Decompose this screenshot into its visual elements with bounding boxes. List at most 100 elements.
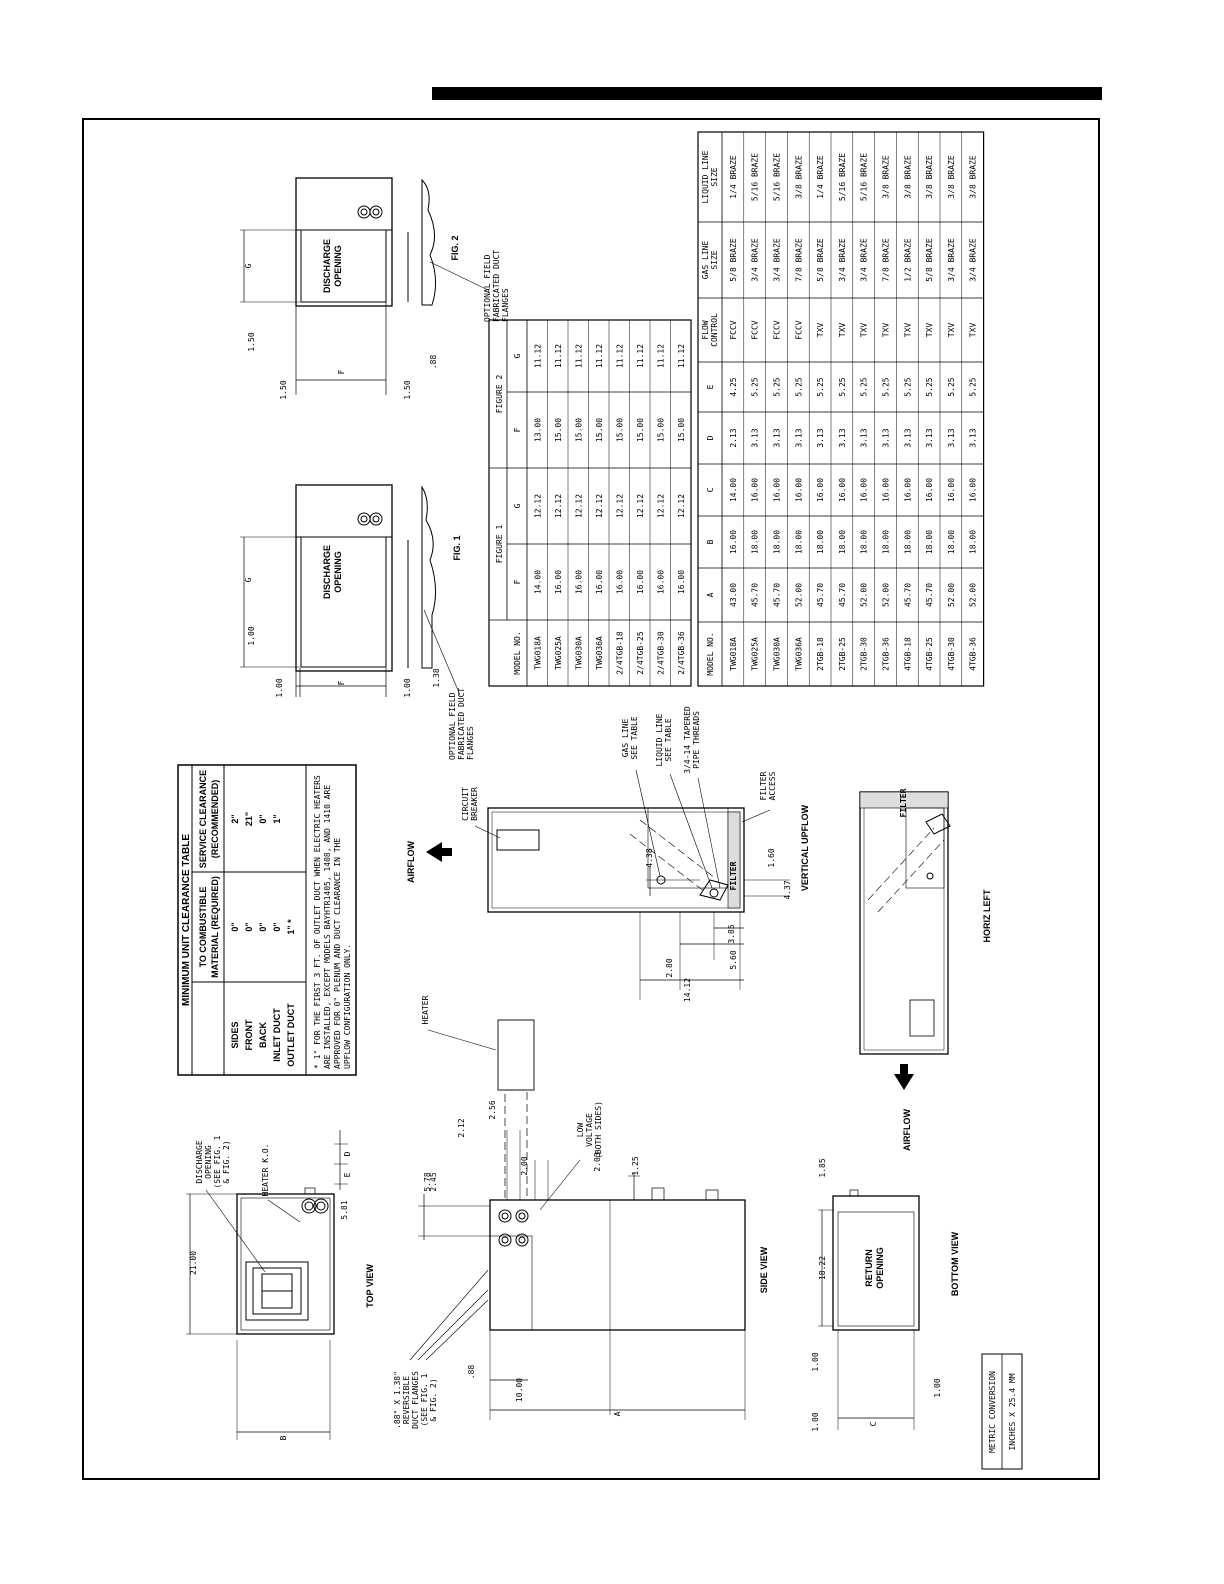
table-cell: 5.25 — [947, 377, 956, 396]
top-view-drawing: 21.00 B D E 5.81 TOP VIEW DISCHARGE OPEN… — [186, 1130, 375, 1440]
table-cell: 18.00 — [794, 530, 803, 554]
table-cell: 11.12 — [595, 344, 604, 368]
table-cell: 18.00 — [773, 530, 782, 554]
fig2-dim-f: F — [337, 369, 346, 374]
table-cell: 11.12 — [533, 344, 542, 368]
table-cell: 18.00 — [882, 530, 891, 554]
fig2-note: OPTIONAL FIELD — [483, 254, 492, 322]
table-cell: 16.00 — [751, 478, 760, 502]
fig2-title: FIG. 2 — [450, 235, 460, 260]
drawing-frame — [82, 118, 1100, 1480]
table-cell: 45.70 — [903, 583, 912, 607]
fig2-opening: DISCHARGE — [322, 239, 332, 293]
table-cell: 16.00 — [574, 570, 583, 594]
fig1-dim-f: F — [337, 680, 346, 685]
table-cell: 18.00 — [751, 530, 760, 554]
vu-filter-access: FILTER — [759, 771, 768, 800]
top-view-dim-e: E — [343, 1172, 352, 1177]
clearance-row-label: INLET DUCT — [272, 1008, 282, 1062]
table-cell: 12.12 — [615, 494, 624, 518]
clearance-col1-header: MATERIAL (REQUIRED) — [210, 876, 220, 978]
table-cell: FCCV — [773, 320, 782, 339]
fig1-dim-bot: 1.00 — [403, 678, 412, 697]
arrow-up-icon — [426, 842, 452, 862]
table-cell: 2.13 — [729, 428, 738, 447]
vu-dim-160: 1.60 — [767, 848, 776, 867]
table-cell: 16.00 — [903, 478, 912, 502]
table-cell: TXV — [816, 323, 825, 338]
side-flange-note: DUCT FLANGES — [411, 1371, 420, 1429]
side-dim-125: 1.25 — [631, 1156, 640, 1175]
side-dim-245: 2.45 — [429, 1172, 438, 1191]
table-cell: TXV — [969, 323, 978, 338]
vu-dim-280: 2.80 — [665, 958, 674, 977]
table-cell: FCCV — [794, 320, 803, 339]
table-cell: 13.00 — [533, 418, 542, 442]
side-low-voltage: VOLTAGE — [585, 1113, 594, 1147]
table-header: MODEL NO. — [706, 632, 715, 675]
table-cell: 12.12 — [677, 494, 686, 518]
table-cell: 3/4 BRAZE — [838, 238, 847, 282]
vu-dim-437: 4.37 — [783, 880, 792, 899]
table-cell: TWG036A — [595, 636, 604, 670]
horiz-airflow-label: AIRFLOW — [902, 1109, 912, 1151]
table-cell: 2TGB-30 — [860, 637, 869, 671]
table-cell: 15.00 — [636, 418, 645, 442]
table-cell: 14.00 — [533, 570, 542, 594]
table-group-header: FIGURE 2 — [495, 375, 504, 414]
table-cell: 18.00 — [860, 530, 869, 554]
fig1-dim-g: G — [244, 577, 253, 582]
table-cell: TXV — [860, 323, 869, 338]
top-view-discharge-note: & FIG. 2) — [222, 1140, 231, 1183]
side-view-drawing: 5.78 2.45 2.12 2.56 2.00 2.03 1.25 .88 1… — [393, 995, 769, 1429]
side-dim-88: .88 — [467, 1365, 476, 1380]
table-header: D — [706, 435, 715, 440]
table-cell: 3.13 — [903, 428, 912, 447]
table-cell: TXV — [882, 323, 891, 338]
vu-dim-438: 4.38 — [645, 848, 654, 867]
table-cell: 45.70 — [925, 583, 934, 607]
table-cell: 5/16 BRAZE — [773, 153, 782, 201]
table-cell: 16.00 — [925, 478, 934, 502]
table-cell: 16.00 — [794, 478, 803, 502]
clearance-row-service: 2" — [230, 814, 240, 823]
table-cell: 1/4 BRAZE — [816, 155, 825, 199]
table-cell: FCCV — [729, 320, 738, 339]
side-dim-200: 2.00 — [520, 1156, 529, 1175]
table-cell: 45.70 — [751, 583, 760, 607]
clearance-row-service: 21" — [244, 812, 254, 826]
fig2-note: FLANGES — [501, 288, 510, 322]
table-cell: 3.13 — [816, 428, 825, 447]
table-cell: 4TGB-25 — [925, 637, 934, 671]
table-cell: 2TGB-36 — [882, 637, 891, 671]
table-cell: 11.12 — [615, 344, 624, 368]
table-cell: 15.00 — [677, 418, 686, 442]
clearance-row-required: 1" * — [286, 919, 296, 935]
top-view-discharge-note: DISCHARGE — [195, 1140, 204, 1184]
top-view-dim-b: B — [279, 1435, 288, 1440]
table-cell: 3/8 BRAZE — [794, 155, 803, 199]
table-cell: 16.00 — [656, 570, 665, 594]
side-flange-note: (SEE FIG. 1 — [420, 1373, 429, 1426]
table-cell: 4TGB-36 — [969, 637, 978, 671]
table-group-header: FIGURE 1 — [495, 525, 504, 564]
top-view-heater-ko: HEATER K.O. — [261, 1144, 270, 1197]
table-cell: 5/16 BRAZE — [751, 153, 760, 201]
table-cell: 5.25 — [903, 377, 912, 396]
table-cell: TWG018A — [533, 636, 542, 670]
clearance-row-required: 0" — [272, 922, 282, 931]
table-header: SIZE — [710, 167, 719, 186]
bottom-dim-100a: 1.00 — [811, 1352, 820, 1371]
table-cell: 2TGB-18 — [816, 637, 825, 671]
table-cell: 11.12 — [656, 344, 665, 368]
bottom-dim-1822: 18.22 — [818, 1256, 827, 1280]
side-flange-note: & FIG. 2) — [429, 1378, 438, 1421]
table-cell: 16.00 — [595, 570, 604, 594]
table-cell: 4TGB-30 — [947, 637, 956, 671]
table-cell: 18.00 — [925, 530, 934, 554]
bottom-dim-100a2: 1.00 — [811, 1412, 820, 1431]
fig1-note: FLANGES — [466, 726, 475, 760]
table-cell: 3/8 BRAZE — [969, 155, 978, 199]
